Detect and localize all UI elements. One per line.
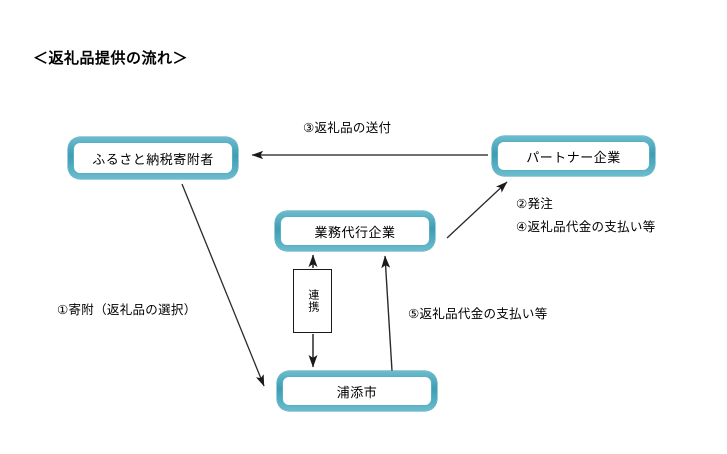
arrow-agency-to-partner — [446, 181, 508, 239]
flow-label-step5: ⑤返礼品代金の支払い等 — [408, 307, 548, 321]
page-title: ＜返礼品提供の流れ＞ — [33, 50, 189, 67]
arrow-donor-to-city — [181, 183, 265, 387]
node-city[interactable]: 浦添市 — [277, 371, 437, 411]
node-partner-label: パートナー企業 — [526, 149, 621, 165]
flow-label-step1: ①寄附（返礼品の選択） — [57, 303, 197, 317]
flow-label-step2: ②発注 — [516, 197, 554, 211]
node-renkei-label: 連携 — [306, 289, 319, 313]
flow-label-step4: ④返礼品代金の支払い等 — [516, 220, 656, 234]
node-agency[interactable]: 業務代行企業 — [275, 211, 435, 251]
node-partner[interactable]: パートナー企業 — [492, 136, 655, 176]
node-partner-inner: パートナー企業 — [497, 141, 650, 171]
node-city-label: 浦添市 — [336, 384, 378, 400]
node-city-inner: 浦添市 — [282, 376, 432, 406]
node-agency-label: 業務代行企業 — [314, 224, 396, 240]
arrow-city-to-agency — [381, 255, 393, 372]
node-renkei[interactable]: 連携 — [293, 269, 332, 333]
node-donor[interactable]: ふるさと納税寄附者 — [68, 137, 238, 179]
node-donor-inner: ふるさと納税寄附者 — [73, 142, 233, 174]
node-agency-inner: 業務代行企業 — [280, 216, 430, 246]
flow-label-step3: ③返礼品の送付 — [303, 121, 392, 135]
node-donor-label: ふるさと納税寄附者 — [92, 151, 214, 167]
